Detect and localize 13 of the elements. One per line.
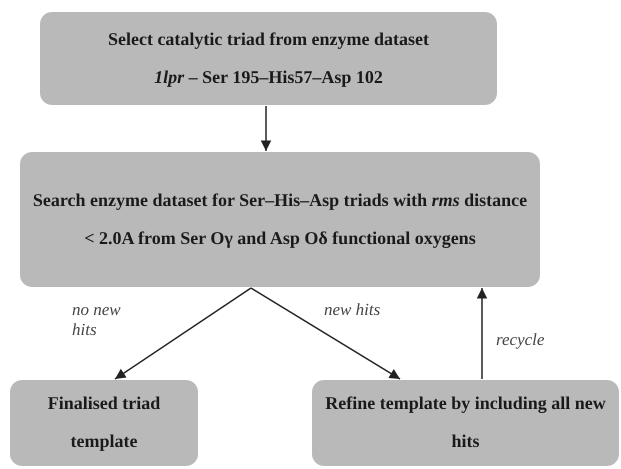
box-text: Refine template by including all new hits: [324, 392, 607, 453]
arrow: [260, 106, 272, 151]
arrow: [114, 287, 252, 380]
process-box: [10, 380, 198, 466]
arrow: [476, 288, 488, 379]
box-text: 1lpr – Ser 195–His57–Asp 102: [154, 66, 383, 89]
arrow: [250, 287, 400, 380]
process-box: [40, 12, 497, 105]
box-text: Select catalytic triad from enzyme dataset: [108, 28, 430, 51]
process-box: [20, 152, 540, 287]
box-text: Search enzyme dataset for Ser–His–Asp triads with rms distance < 2.0A from Ser Oγ and Asp Oδ functional oxygens: [32, 188, 528, 250]
process-box: [312, 380, 619, 466]
box-text: Finalised triad template: [46, 392, 162, 453]
